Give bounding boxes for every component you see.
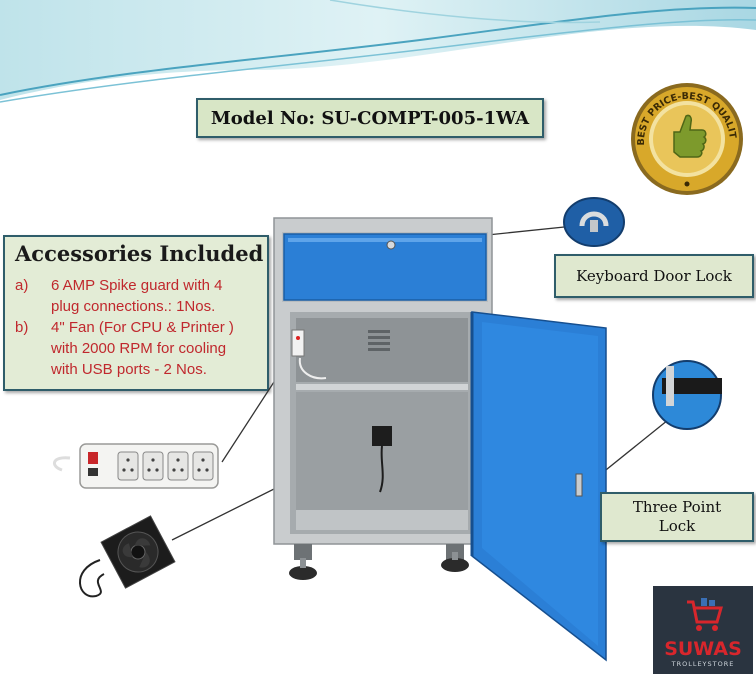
keyboard-door-lock-label: Keyboard Door Lock <box>554 254 754 298</box>
accessory-item-marker: a) <box>15 277 29 294</box>
spike-guard-image <box>53 443 219 489</box>
logo-name: SUWAS <box>664 638 742 660</box>
suwas-store-logo: SUWAS TROLLEYSTORE <box>653 586 753 674</box>
cabinet-door <box>470 311 607 662</box>
three-point-lock-label: Three Point Lock <box>600 492 754 542</box>
three-point-lock-thumbnail <box>652 360 722 430</box>
keyboard-door-lock-text: Keyboard Door Lock <box>576 267 732 285</box>
three-point-lock-text-line2: Lock <box>658 517 696 535</box>
best-price-quality-seal: BEST PRICE-BEST QUALITY <box>624 80 743 195</box>
keyboard-lock-thumbnail <box>563 197 625 247</box>
model-number-text: Model No: SU-COMPT-005-1WA <box>210 107 530 129</box>
cooling-fan-image <box>79 515 176 598</box>
logo-subtitle: TROLLEYSTORE <box>671 660 735 668</box>
accessory-item-line: with 2000 RPM for cooling <box>51 340 227 357</box>
accessory-item-line: 4" Fan (For CPU & Printer ) <box>51 319 234 336</box>
wave-header-decoration <box>0 0 756 103</box>
cabinet-drawer <box>283 233 487 301</box>
cabinet <box>273 217 493 580</box>
drawer-lock-icon <box>386 240 396 250</box>
accessories-box: Accessories Included a) 6 AMP Spike guar… <box>3 235 269 391</box>
accessories-title: Accessories Included <box>15 241 264 266</box>
interior-fan-icon <box>372 426 392 446</box>
accessory-item-line: 6 AMP Spike guard with 4 <box>51 277 223 294</box>
accessory-item-marker: b) <box>15 319 29 336</box>
accessory-item-line: with USB ports - 2 Nos. <box>51 361 207 378</box>
model-number-box: Model No: SU-COMPT-005-1WA <box>196 98 544 138</box>
door-handle-icon <box>575 473 583 497</box>
trolley-icon <box>687 598 723 631</box>
accessory-item-line: plug connections.: 1Nos. <box>51 298 216 315</box>
three-point-lock-text-line1: Three Point <box>632 498 722 516</box>
